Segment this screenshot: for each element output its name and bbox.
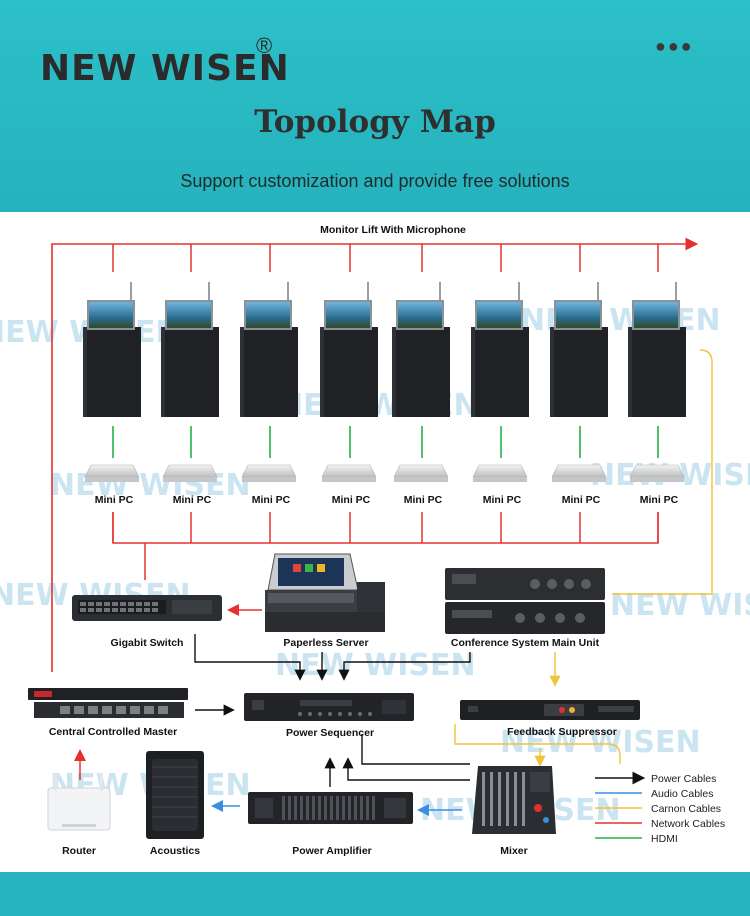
brand-logo: NEW WISEN [40, 48, 290, 89]
mini-pc[interactable] [241, 464, 297, 482]
legend-item: Carnon Cables [595, 803, 721, 815]
mini-pc-label: Mini PC [252, 494, 291, 506]
acoustics-speaker[interactable] [146, 751, 204, 839]
legend-item: Audio Cables [595, 788, 713, 800]
mini-pc-network-bus [112, 512, 659, 544]
carnon-feedback-to-mixer [454, 724, 621, 764]
legend-label: Network Cables [651, 818, 725, 830]
router-label: Router [62, 845, 96, 857]
mini-pc-label: Mini PC [483, 494, 522, 506]
mini-pc[interactable] [472, 464, 528, 482]
monitor-lift[interactable] [550, 282, 608, 417]
mini-pc-label: Mini PC [640, 494, 679, 506]
mini-pc-drops [112, 512, 659, 543]
mini-pc-label: Mini PC [332, 494, 371, 506]
paperless-server-label: Paperless Server [283, 637, 368, 649]
power-sequencer-label: Power Sequencer [286, 727, 374, 739]
mini-pc[interactable] [551, 464, 607, 482]
monitor-lift[interactable] [392, 282, 450, 417]
mini-pc-row: Mini PC Mini PC Mini PC Mini PC Mini PC Mini … [84, 464, 685, 506]
watermark: NEW WISEN [275, 648, 476, 683]
watermark: NEW WISEN [500, 725, 701, 760]
mini-pc[interactable] [84, 464, 140, 482]
feedback-suppressor[interactable] [460, 700, 640, 720]
gigabit-switch[interactable] [72, 595, 222, 621]
network-cable-bus [51, 237, 699, 672]
mini-pc-label: Mini PC [562, 494, 601, 506]
monitor-lift[interactable] [320, 282, 378, 417]
monitor-lift-row [83, 282, 686, 417]
conference-main-unit[interactable] [445, 568, 605, 634]
power-cables-bottom [324, 734, 470, 787]
power-amplifier-label: Power Amplifier [292, 845, 372, 857]
legend-item: Power Cables [595, 771, 716, 785]
central-controlled-master-label: Central Controlled Master [49, 726, 177, 738]
gigabit-switch-label: Gigabit Switch [111, 637, 184, 649]
footer-band [0, 872, 750, 916]
acoustics-label: Acoustics [150, 845, 200, 857]
router[interactable] [47, 773, 111, 831]
monitor-lift[interactable] [628, 282, 686, 417]
watermark: NEW WISEN [50, 468, 251, 503]
topology-diagram: NEW WISEN NEW WISEN NEW WISEN NEW WISEN … [0, 224, 750, 857]
legend-label: Carnon Cables [651, 803, 721, 815]
legend-label: Power Cables [651, 773, 716, 785]
mini-pc[interactable] [321, 464, 377, 482]
legend-item: HDMI [595, 833, 678, 845]
monitor-lift[interactable] [161, 282, 219, 417]
mixer-label: Mixer [500, 845, 527, 857]
mini-pc-label: Mini PC [95, 494, 134, 506]
legend-label: HDMI [651, 833, 678, 845]
carnon-cable-right [612, 349, 713, 595]
power-amplifier[interactable] [248, 792, 413, 824]
mini-pc-label: Mini PC [173, 494, 212, 506]
page-subtitle: Support customization and provide free s… [180, 171, 570, 191]
hdmi-links [112, 426, 659, 458]
legend-item: Network Cables [595, 818, 725, 830]
mini-pc[interactable] [393, 464, 449, 482]
page-title: Topology Map [254, 104, 496, 140]
power-sequencer[interactable] [244, 693, 414, 721]
menu-dots-icon[interactable]: ●●● [655, 36, 694, 56]
monitor-lift[interactable] [240, 282, 298, 417]
monitor-lift-label: Monitor Lift With Microphone [320, 224, 466, 236]
mini-pc[interactable] [162, 464, 218, 482]
paperless-server[interactable] [265, 553, 385, 632]
registered-mark: ® [256, 33, 273, 58]
mixer[interactable] [472, 766, 556, 834]
mini-pc-label: Mini PC [404, 494, 443, 506]
power-cables-top [194, 634, 471, 681]
network-drops [112, 244, 659, 272]
conference-main-unit-label: Conference System Main Unit [451, 637, 600, 649]
central-controlled-master[interactable] [28, 688, 188, 718]
header-banner: NEW WISEN ® ●●● Topology Map Support cus… [0, 0, 750, 212]
mini-pc[interactable] [629, 464, 685, 482]
legend-label: Audio Cables [651, 788, 713, 800]
watermark: NEW WISEN [610, 588, 750, 623]
feedback-suppressor-label: Feedback Suppressor [507, 726, 617, 738]
monitor-lift[interactable] [471, 282, 529, 417]
monitor-lift[interactable] [83, 282, 141, 417]
